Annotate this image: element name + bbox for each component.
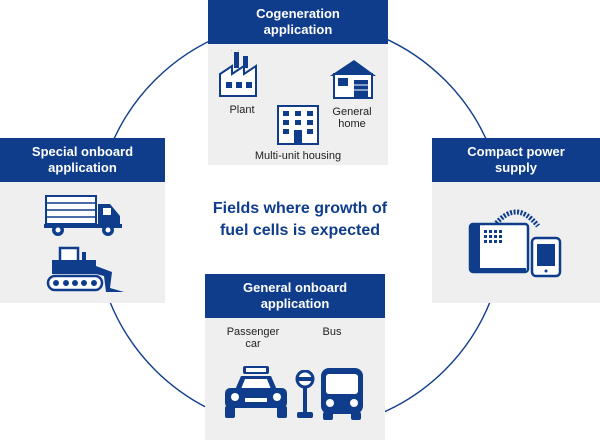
bus-icon [321, 368, 363, 420]
compact-power-title: Compact power supply [432, 138, 600, 182]
center-title: Fields where growth of fuel cells is exp… [212, 200, 388, 239]
plant-label: Plant [229, 104, 255, 116]
general-home-label: General home [332, 106, 372, 130]
truck-icon [44, 195, 122, 236]
bus-stop-icon [295, 370, 315, 418]
cogeneration-panel: Cogeneration application Plant General h… [208, 0, 388, 165]
passenger-car-label: Passenger car [226, 326, 280, 350]
bulldozer-icon [46, 246, 124, 292]
multi-unit-housing-label: Multi-unit housing [254, 150, 342, 162]
bus-label: Bus [322, 326, 342, 338]
apartment-building-icon [277, 105, 319, 145]
cogeneration-title: Cogeneration application [208, 0, 388, 44]
mobile-device-icon [530, 236, 562, 278]
special-onboard-panel: Special onboard application [0, 138, 165, 303]
compact-power-panel: Compact power supply [432, 138, 600, 303]
factory-icon [219, 50, 257, 97]
general-onboard-panel: General onboard application Passenger ca… [205, 274, 385, 440]
general-onboard-title: General onboard application [205, 274, 385, 318]
taxi-icon [225, 366, 287, 418]
portable-generator-icon [468, 209, 540, 274]
special-onboard-title: Special onboard application [0, 138, 165, 182]
house-icon [330, 60, 376, 99]
